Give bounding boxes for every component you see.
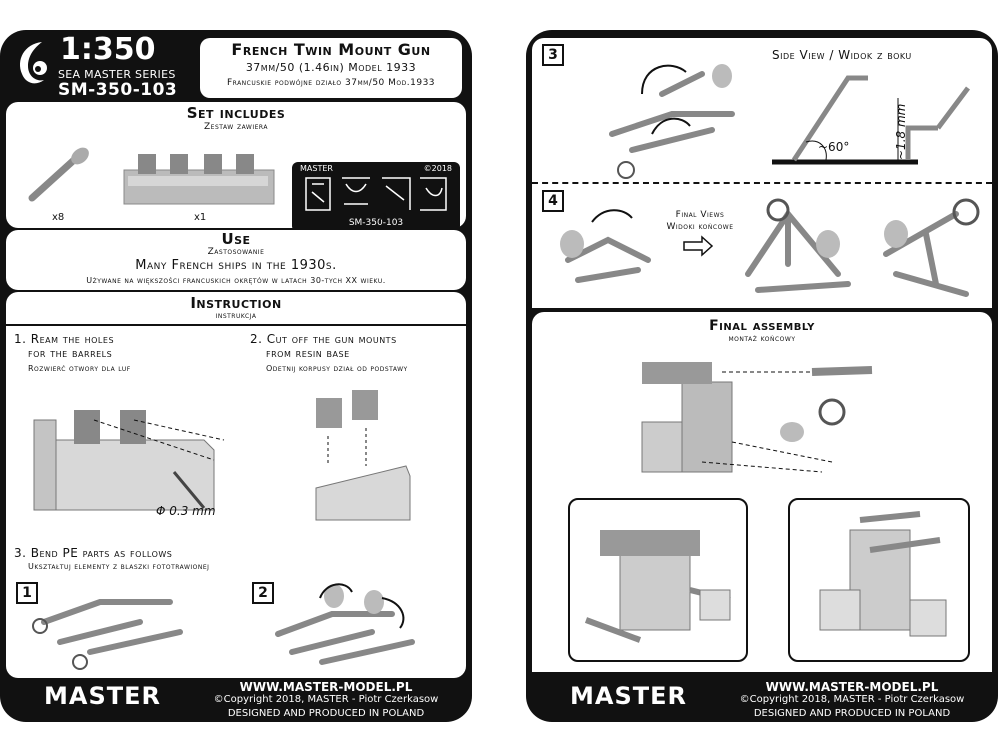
footer-logo-text-right: MASTER	[570, 682, 687, 710]
instruction-title: Instruction	[190, 294, 282, 312]
step2-title: 2. Cut off the gun mounts	[250, 332, 397, 346]
arrow-right-icon	[683, 235, 714, 257]
step-divider	[532, 182, 992, 184]
bend-step1-illustration	[32, 599, 183, 670]
instruction-title-pl: instrukcja	[215, 311, 257, 321]
footer-made-in: DESIGNED AND PRODUCED IN POLAND	[227, 708, 425, 719]
pe-fret-year: ©2018	[423, 164, 452, 173]
right-instruction-sheet: 3 Side View / Widok z boku ~60° ~1.8 mm …	[526, 30, 998, 722]
footer-logo-text: MASTER	[44, 682, 161, 710]
step1-title: 1. Ream the holes	[14, 332, 115, 346]
product-subtitle-pl: Francuskie podwójne działo 37mm/50 Mod.1…	[226, 78, 436, 88]
bend-step3-illustration	[609, 64, 735, 179]
instruction-divider	[6, 324, 466, 326]
logo-mark-icon	[14, 38, 54, 102]
bend-step3-box: 3	[542, 44, 564, 66]
use-title: Use	[221, 230, 251, 248]
product-title: French Twin Mount Gun	[231, 40, 431, 59]
footer-url[interactable]: WWW.MASTER-MODEL.PL	[239, 680, 413, 694]
bend-step1-box: 1	[16, 582, 38, 604]
step3-title: 3. Bend PE parts as follows	[14, 546, 173, 560]
resin-part-illustration	[123, 154, 275, 205]
final-views-label: Final Views	[675, 210, 725, 220]
side-view-label: Side View / Widok z boku	[772, 48, 912, 62]
pe-fret-brand: MASTER	[300, 164, 333, 173]
side-view-diagram	[772, 75, 970, 165]
use-text: Many French ships in the 1930s.	[135, 258, 337, 273]
step2-illustration	[315, 390, 411, 521]
angle-label: ~60°	[818, 140, 850, 154]
title-panel: French Twin Mount Gun 37mm/50 (1.46in) M…	[200, 38, 462, 98]
pe-fret-illustration: MASTER ©2018 SM-350-103	[292, 162, 460, 232]
use-title-pl: Zastosowanie	[207, 247, 265, 257]
product-subtitle: 37mm/50 (1.46in) Model 1933	[245, 61, 417, 74]
pe-fret-code: SM-350-103	[348, 218, 404, 228]
step2-title-pl: Odetnij korpusy dział od podstawy	[266, 364, 408, 373]
step1-title-line2: for the barrels	[28, 346, 113, 360]
final-assembly-illustration	[641, 362, 873, 473]
step1-illustration	[33, 410, 225, 511]
ream-diameter-label: Φ 0.3 mm	[156, 504, 216, 518]
final-view-box-left	[568, 498, 748, 662]
footer-url-right[interactable]: WWW.MASTER-MODEL.PL	[765, 680, 939, 694]
final-view-box-right	[788, 498, 970, 662]
bend-step3-panel: 3 Side View / Widok z boku ~60° ~1.8 mm	[532, 38, 992, 188]
footer-copyright-right: ©Copyright 2018, MASTER - Piotr Czerkaso…	[739, 694, 965, 705]
bend-step2-illustration	[275, 583, 415, 665]
footer-made-in-right: DESIGNED AND PRODUCED IN POLAND	[753, 708, 951, 719]
set-includes-panel: Set includes Zestaw zawiera x8 x1 MASTER…	[6, 102, 466, 232]
final-assembly-panel: Final assembly montaż końcowy	[532, 312, 992, 672]
step3-title-pl: Ukształtuj elementy z blaszki fototrawio…	[28, 562, 210, 571]
scale-label: 1:350	[60, 32, 156, 67]
use-text-pl: Używane na większości francuskich okrętó…	[86, 276, 386, 285]
step2-title-line2: from resin base	[266, 346, 350, 360]
final-views-label-pl: Widoki końcowe	[666, 222, 734, 232]
left-instruction-sheet: 1:350 SEA MASTER SERIES SM-350-103 Frenc…	[0, 30, 472, 722]
bend-step4-box: 4	[542, 190, 564, 212]
use-panel: Use Zastosowanie Many French ships in th…	[6, 230, 466, 290]
set-includes-title: Set includes	[186, 104, 286, 122]
footer-logo: MASTER	[44, 682, 161, 710]
height-label: ~1.8 mm	[894, 103, 908, 160]
footer-copyright: ©Copyright 2018, MASTER - Piotr Czerkaso…	[213, 694, 439, 705]
final-assembly-title: Final assembly	[709, 318, 815, 334]
instruction-panel: Instruction instrukcja 1. Ream the holes…	[6, 292, 466, 678]
bend-step4-panel: 4 Final Views Widoki końcowe	[532, 186, 992, 308]
final-assembly-title-pl: montaż końcowy	[728, 334, 796, 344]
footer-logo-right: MASTER	[570, 682, 687, 710]
series-label: SEA MASTER SERIES	[58, 68, 176, 81]
step1-title-pl: Rozwierć otwory dla luf	[28, 364, 131, 373]
bend-step4-illustration	[560, 209, 651, 283]
barrel-quantity: x8	[52, 212, 65, 223]
set-includes-title-pl: Zestaw zawiera	[204, 122, 268, 132]
final-view-2-illustration	[883, 198, 980, 297]
resin-quantity: x1	[194, 212, 207, 223]
pe-quantity: x1	[376, 212, 389, 223]
bend-step2-box: 2	[252, 582, 274, 604]
barrel-part-illustration	[28, 147, 89, 202]
product-code: SM-350-103	[58, 80, 178, 100]
final-view-1-illustration	[745, 198, 851, 293]
